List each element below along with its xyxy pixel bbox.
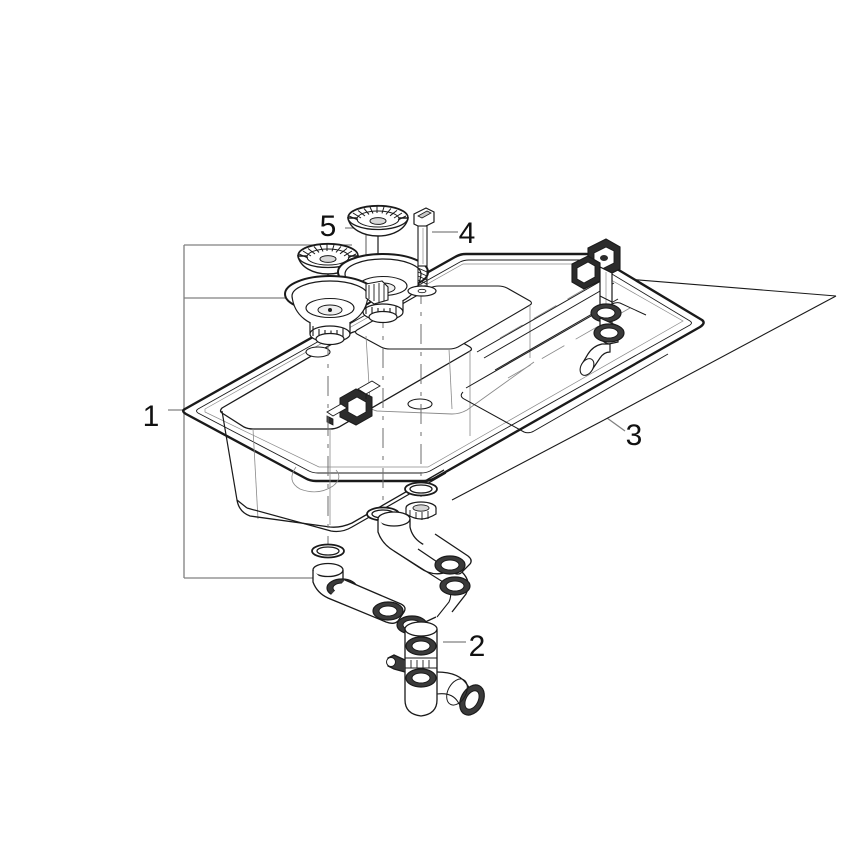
tap-hole xyxy=(305,346,331,358)
callout-label-4: 4 xyxy=(459,217,476,250)
callout-label-3: 3 xyxy=(626,419,643,452)
waste-strainer-body-main xyxy=(284,275,389,346)
callout-label-1: 1 xyxy=(143,400,160,433)
overflow-pipe xyxy=(579,266,625,376)
appliance-connector xyxy=(386,654,406,673)
callout-label-5: 5 xyxy=(320,210,337,243)
tap-hole xyxy=(407,398,433,410)
sink-body xyxy=(182,252,705,533)
sealing-gasket-half xyxy=(404,481,438,497)
siphon-outlet-elbow xyxy=(446,678,485,716)
callout-3-leader xyxy=(606,417,626,432)
waste-nut-half xyxy=(405,501,437,520)
bowl-overflow-fitting xyxy=(326,380,381,426)
fixing-screw xyxy=(407,207,437,297)
siphon-trap xyxy=(312,511,485,717)
callout-label-2: 2 xyxy=(469,630,486,663)
sealing-gasket-siphon xyxy=(311,543,345,559)
overflow-assembly xyxy=(571,238,625,376)
